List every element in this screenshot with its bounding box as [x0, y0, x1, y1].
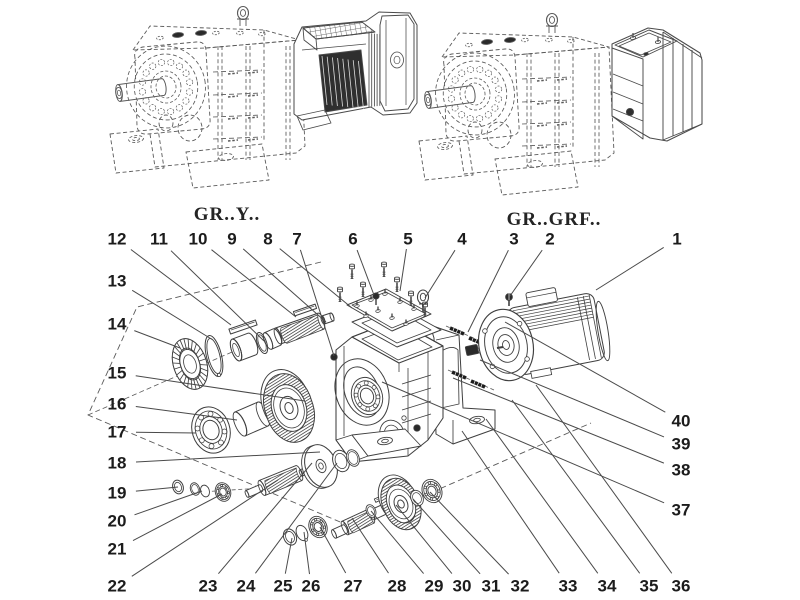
input-shaft-parts — [171, 303, 335, 390]
part-number-11: 11 — [150, 230, 168, 249]
part-number-30: 30 — [453, 577, 472, 596]
leader-line-15 — [135, 375, 306, 402]
leader-line-7 — [299, 249, 335, 357]
part-number-4: 4 — [457, 230, 467, 249]
leader-line-25 — [284, 537, 293, 574]
leader-line-29 — [370, 510, 424, 574]
part-number-12: 12 — [108, 230, 127, 249]
leader-line-24 — [254, 462, 338, 574]
leader-line-10 — [211, 249, 297, 318]
part-number-3: 3 — [509, 230, 518, 249]
part-number-29: 29 — [425, 577, 444, 596]
leader-line-6 — [356, 249, 375, 296]
part-number-18: 18 — [108, 454, 127, 473]
eyebolt — [416, 289, 430, 312]
leader-line-12 — [130, 249, 232, 326]
leader-line-31 — [412, 498, 481, 575]
part-number-13: 13 — [108, 272, 127, 291]
gear-housing — [330, 319, 496, 463]
part-number-33: 33 — [559, 577, 578, 596]
part-number-6: 6 — [348, 230, 357, 249]
leader-line-33 — [461, 430, 560, 574]
part-number-36: 36 — [672, 577, 691, 596]
leader-line-19 — [135, 486, 179, 492]
intermediate-shaft-parts — [172, 444, 360, 502]
leader-line-38 — [452, 377, 665, 464]
assembled-view-gr-y — [109, 5, 418, 189]
part-number-38: 38 — [672, 461, 691, 480]
part-number-26: 26 — [302, 577, 321, 596]
leader-line-18 — [135, 451, 321, 463]
part-number-37: 37 — [672, 501, 691, 520]
part-number-34: 34 — [598, 577, 617, 596]
part-number-14: 14 — [108, 315, 127, 334]
leader-line-3 — [467, 249, 509, 333]
leader-line-27 — [319, 526, 347, 574]
part-number-17: 17 — [108, 423, 127, 442]
part-number-24: 24 — [237, 577, 256, 596]
leader-line-16 — [135, 406, 238, 421]
leader-line-23 — [218, 462, 313, 575]
leader-line-8 — [279, 248, 353, 309]
leader-line-11 — [170, 250, 265, 342]
leader-line-21 — [132, 493, 223, 542]
model-label-gr-y: GR..Y.. — [194, 204, 260, 225]
part-number-16: 16 — [108, 395, 127, 414]
vent-plug — [372, 292, 380, 305]
part-number-15: 15 — [108, 364, 127, 383]
part-number-22: 22 — [108, 577, 127, 596]
leader-line-30 — [395, 504, 453, 574]
leader-line-2 — [509, 249, 543, 297]
leader-line-37 — [381, 381, 665, 504]
part-number-25: 25 — [274, 577, 293, 596]
part-number-21: 21 — [108, 540, 127, 559]
leader-line-20 — [134, 490, 203, 516]
leader-line-26 — [303, 531, 310, 575]
part-number-28: 28 — [388, 577, 407, 596]
leader-line-40 — [504, 321, 666, 413]
leader-line-22 — [131, 479, 279, 577]
output-shaft-parts — [282, 474, 443, 546]
leader-line-32 — [429, 491, 509, 575]
assembled-view-gr-grf — [418, 12, 703, 196]
electric-motor — [464, 287, 611, 382]
model-label-gr-grf: GR..GRF.. — [507, 209, 602, 230]
leader-line-13 — [131, 289, 214, 341]
part-number-2: 2 — [545, 230, 554, 249]
part-number-1: 1 — [672, 230, 681, 249]
leader-line-5 — [399, 249, 407, 292]
part-number-9: 9 — [227, 230, 236, 249]
part-number-35: 35 — [640, 577, 659, 596]
part-number-31: 31 — [482, 577, 501, 596]
part-number-20: 20 — [108, 512, 127, 531]
second-stage-gear-parts — [191, 369, 384, 454]
part-number-5: 5 — [403, 230, 412, 249]
exploded-view — [87, 261, 611, 546]
part-number-8: 8 — [263, 230, 272, 249]
part-number-23: 23 — [199, 577, 218, 596]
leader-line-34 — [485, 418, 599, 574]
part-number-7: 7 — [292, 230, 301, 249]
leader-line-39 — [479, 359, 665, 438]
leader-line-35 — [511, 399, 641, 574]
part-number-27: 27 — [344, 577, 363, 596]
housing-cover-and-gasket — [346, 288, 442, 348]
part-number-39: 39 — [672, 435, 691, 454]
leader-line-1 — [595, 246, 664, 291]
leader-line-17 — [135, 431, 197, 434]
part-number-32: 32 — [511, 577, 530, 596]
leader-line-4 — [424, 249, 456, 299]
leader-line-36 — [535, 384, 673, 574]
part-number-40: 40 — [672, 412, 691, 431]
leader-line-9 — [242, 248, 327, 323]
leader-line-28 — [351, 517, 389, 574]
part-number-19: 19 — [108, 484, 127, 503]
leader-line-14 — [134, 330, 181, 349]
part-number-10: 10 — [189, 230, 208, 249]
